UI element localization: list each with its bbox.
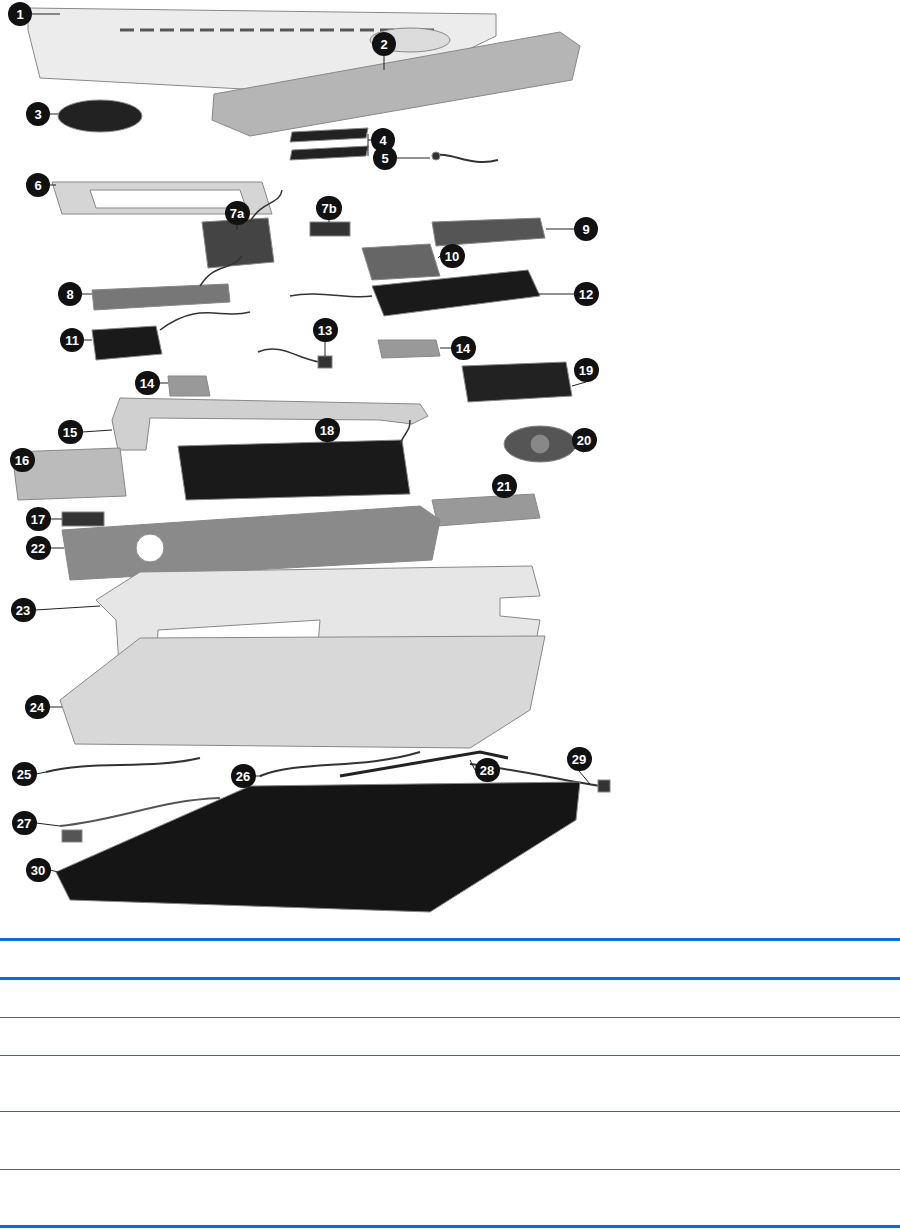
callout-number: 12 xyxy=(574,282,599,306)
callout-label: 25 xyxy=(17,768,31,781)
callout-number: 25 xyxy=(12,762,37,786)
callout-label: 13 xyxy=(318,324,332,337)
callout-label: 10 xyxy=(445,250,459,263)
callout-label: 14 xyxy=(456,342,470,355)
callout-label: 6 xyxy=(34,179,41,192)
callout-label: 7b xyxy=(321,202,336,215)
callout-number: 16 xyxy=(10,448,35,472)
callout-number: 7b xyxy=(316,196,342,220)
callout-number: 28 xyxy=(475,758,500,782)
table-rules xyxy=(0,938,900,1228)
callout-label: 4 xyxy=(379,134,386,147)
callout-number: 30 xyxy=(26,858,51,882)
callout-label: 1 xyxy=(16,8,23,21)
callout-label: 14 xyxy=(140,377,154,390)
callout-label: 11 xyxy=(65,334,79,347)
callout-number: 14 xyxy=(451,336,476,360)
callout-number: 15 xyxy=(58,420,83,444)
callout-number: 8 xyxy=(58,282,82,306)
callout-label: 15 xyxy=(63,426,77,439)
callout-number: 1 xyxy=(8,2,32,26)
callout-label: 20 xyxy=(577,434,591,447)
callout-label: 21 xyxy=(497,480,511,493)
callout-number: 17 xyxy=(26,507,51,531)
callout-label: 9 xyxy=(582,223,589,236)
callout-number: 20 xyxy=(572,428,597,452)
callout-number: 5 xyxy=(373,146,397,170)
callout-label: 22 xyxy=(31,542,45,555)
callout-number: 22 xyxy=(26,536,51,560)
callout-number: 26 xyxy=(231,764,256,788)
callout-label: 27 xyxy=(17,817,31,830)
callout-label: 12 xyxy=(579,288,593,301)
callout-number: 19 xyxy=(574,358,599,382)
callout-label: 24 xyxy=(30,701,44,714)
callout-label: 26 xyxy=(236,770,250,783)
callout-label: 2 xyxy=(380,38,387,51)
callout-number: 11 xyxy=(60,328,84,352)
callout-label: 18 xyxy=(320,424,334,437)
callout-label: 16 xyxy=(15,454,29,467)
callout-number: 27 xyxy=(12,811,37,835)
callout-label: 19 xyxy=(579,364,593,377)
callout-number: 7a xyxy=(225,201,250,225)
callout-number: 24 xyxy=(25,695,50,719)
callout-number: 14 xyxy=(135,371,160,395)
callout-number: 21 xyxy=(492,474,517,498)
callout-label: 29 xyxy=(572,753,586,766)
callout-number: 13 xyxy=(313,318,338,342)
callout-number: 10 xyxy=(440,244,465,268)
callout-label: 8 xyxy=(66,288,73,301)
callout-label: 28 xyxy=(480,764,494,777)
callout-number: 23 xyxy=(11,598,36,622)
callout-label: 7a xyxy=(230,207,244,220)
callout-label: 17 xyxy=(31,513,45,526)
callout-number: 3 xyxy=(26,102,50,126)
callout-number: 18 xyxy=(315,418,340,442)
callout-number: 9 xyxy=(574,217,598,241)
callout-number: 29 xyxy=(567,747,592,771)
callout-label: 3 xyxy=(34,108,41,121)
callout-number: 2 xyxy=(372,32,396,56)
callout-label: 23 xyxy=(16,604,30,617)
callout-label: 30 xyxy=(31,864,45,877)
callout-number: 6 xyxy=(26,173,50,197)
callout-label: 5 xyxy=(381,152,388,165)
